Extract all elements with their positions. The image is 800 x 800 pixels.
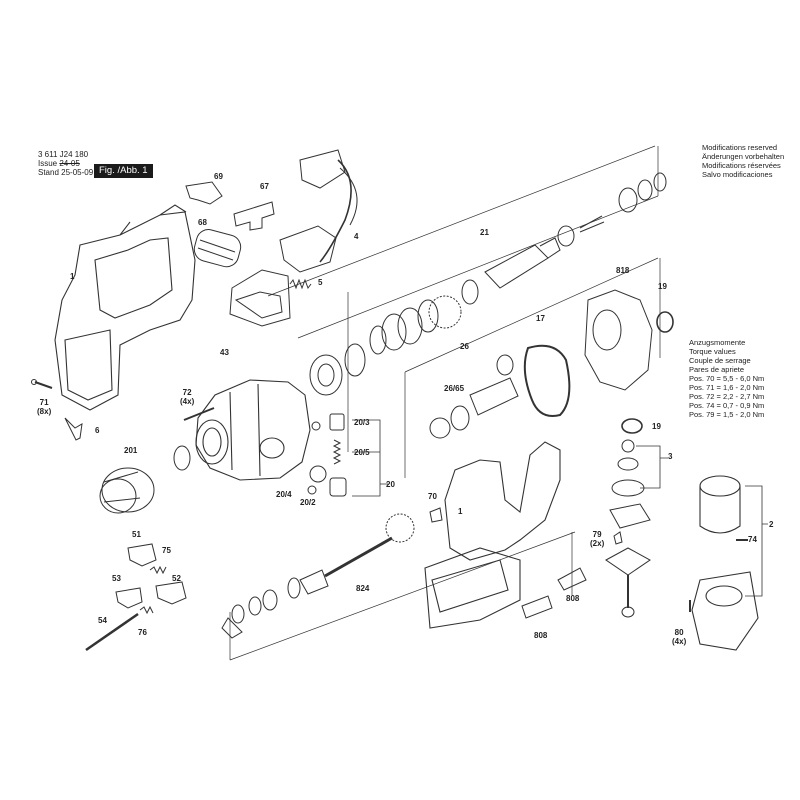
switch-assembly-4 [229, 149, 358, 327]
label-1a: 1 [70, 272, 75, 281]
housing-half-right [424, 441, 561, 629]
part-69 [185, 181, 223, 205]
bracket-3 [636, 445, 668, 489]
screw-72 [183, 407, 215, 421]
armature-3 [605, 439, 651, 618]
label-70: 70 [428, 492, 437, 501]
label-201: 201 [124, 446, 138, 455]
label-76: 76 [138, 628, 147, 637]
oring-19-b [621, 418, 643, 434]
modifications-note: Modifications reserved Änderungen vorbeh… [702, 143, 785, 179]
guide-line-middle [297, 195, 659, 339]
part-808-b [521, 595, 553, 619]
bearing-43 [309, 343, 366, 396]
issue-line: Issue 24-05 [38, 159, 80, 168]
label-51: 51 [132, 530, 141, 539]
label-20-2: 20/2 [300, 498, 316, 507]
bracket-2 [745, 485, 768, 597]
ring-43a [173, 445, 191, 471]
pin-54 [85, 612, 139, 652]
spindle-assembly-21 [369, 172, 667, 355]
doc-number: 3 611 J24 180 [38, 150, 89, 159]
oring-17 [523, 344, 571, 417]
label-26: 26 [460, 342, 469, 351]
spring-5 [289, 278, 312, 290]
label-20-3: 20/3 [354, 418, 370, 427]
label-20: 20 [386, 480, 395, 489]
label-43: 43 [220, 348, 229, 357]
label-67: 67 [260, 182, 269, 191]
part-67 [233, 201, 275, 231]
part-52 [155, 581, 187, 605]
label-74: 74 [748, 535, 757, 544]
label-20-5: 20/5 [354, 448, 370, 457]
guide-line-top [267, 145, 656, 297]
label-71: 71 (8x) [37, 398, 52, 416]
label-69: 69 [214, 172, 223, 181]
guide-line-lower [404, 257, 659, 373]
label-21: 21 [480, 228, 489, 237]
shaft-824 [221, 513, 415, 639]
bracket-20 [352, 419, 388, 497]
label-53: 53 [112, 574, 121, 583]
label-68: 68 [198, 218, 207, 227]
ring-20-4 [309, 465, 327, 483]
screw-70 [429, 507, 443, 523]
guide-line-bottom [229, 531, 576, 661]
part-51 [127, 543, 157, 567]
label-20-4: 20/4 [276, 490, 292, 499]
oring-19-a [656, 311, 674, 333]
part-26 [429, 354, 519, 439]
gear-housing-43 [195, 379, 311, 481]
label-6: 6 [95, 426, 100, 435]
label-17: 17 [536, 314, 545, 323]
label-1b: 1 [458, 507, 463, 516]
figure-label: Fig. /Abb. 1 [94, 164, 153, 178]
spring-75 [149, 565, 167, 575]
part-808-a [557, 567, 587, 591]
part-20-3 [329, 413, 345, 431]
part-20 [329, 477, 347, 497]
label-5: 5 [318, 278, 323, 287]
label-2: 2 [769, 520, 774, 529]
label-19a: 19 [658, 282, 667, 291]
spring-76 [139, 605, 154, 615]
motor-2 [691, 475, 759, 651]
part-6 [64, 417, 83, 441]
spring-20-5 [332, 439, 342, 465]
part-53 [115, 587, 143, 609]
label-54: 54 [98, 616, 107, 625]
label-26-65: 26/65 [444, 384, 465, 393]
torque-values: Anzugsmomente Torque values Couple de se… [689, 338, 765, 419]
header-block: 3 611 J24 180 Issue 24-05 Stand 25-05-09 [38, 150, 93, 177]
ball-20-a [311, 421, 321, 431]
housing-half-left [54, 204, 196, 411]
label-75: 75 [162, 546, 171, 555]
label-808b: 808 [534, 631, 548, 640]
label-80: 80 (4x) [672, 628, 687, 646]
label-19b: 19 [652, 422, 661, 431]
screw-79 [613, 531, 623, 545]
label-818: 818 [616, 266, 630, 275]
label-4: 4 [354, 232, 359, 241]
label-3: 3 [668, 452, 673, 461]
stand-line: Stand 25-05-09 [38, 168, 94, 177]
label-808a: 808 [566, 594, 580, 603]
label-824: 824 [356, 584, 370, 593]
part-68 [193, 229, 242, 268]
screw-71 [31, 379, 53, 389]
label-52: 52 [172, 574, 181, 583]
ball-20-2 [307, 485, 317, 495]
label-79: 79 (2x) [590, 530, 605, 548]
housing-818 [584, 289, 653, 391]
chuck-201 [99, 467, 155, 514]
label-72: 72 (4x) [180, 388, 195, 406]
